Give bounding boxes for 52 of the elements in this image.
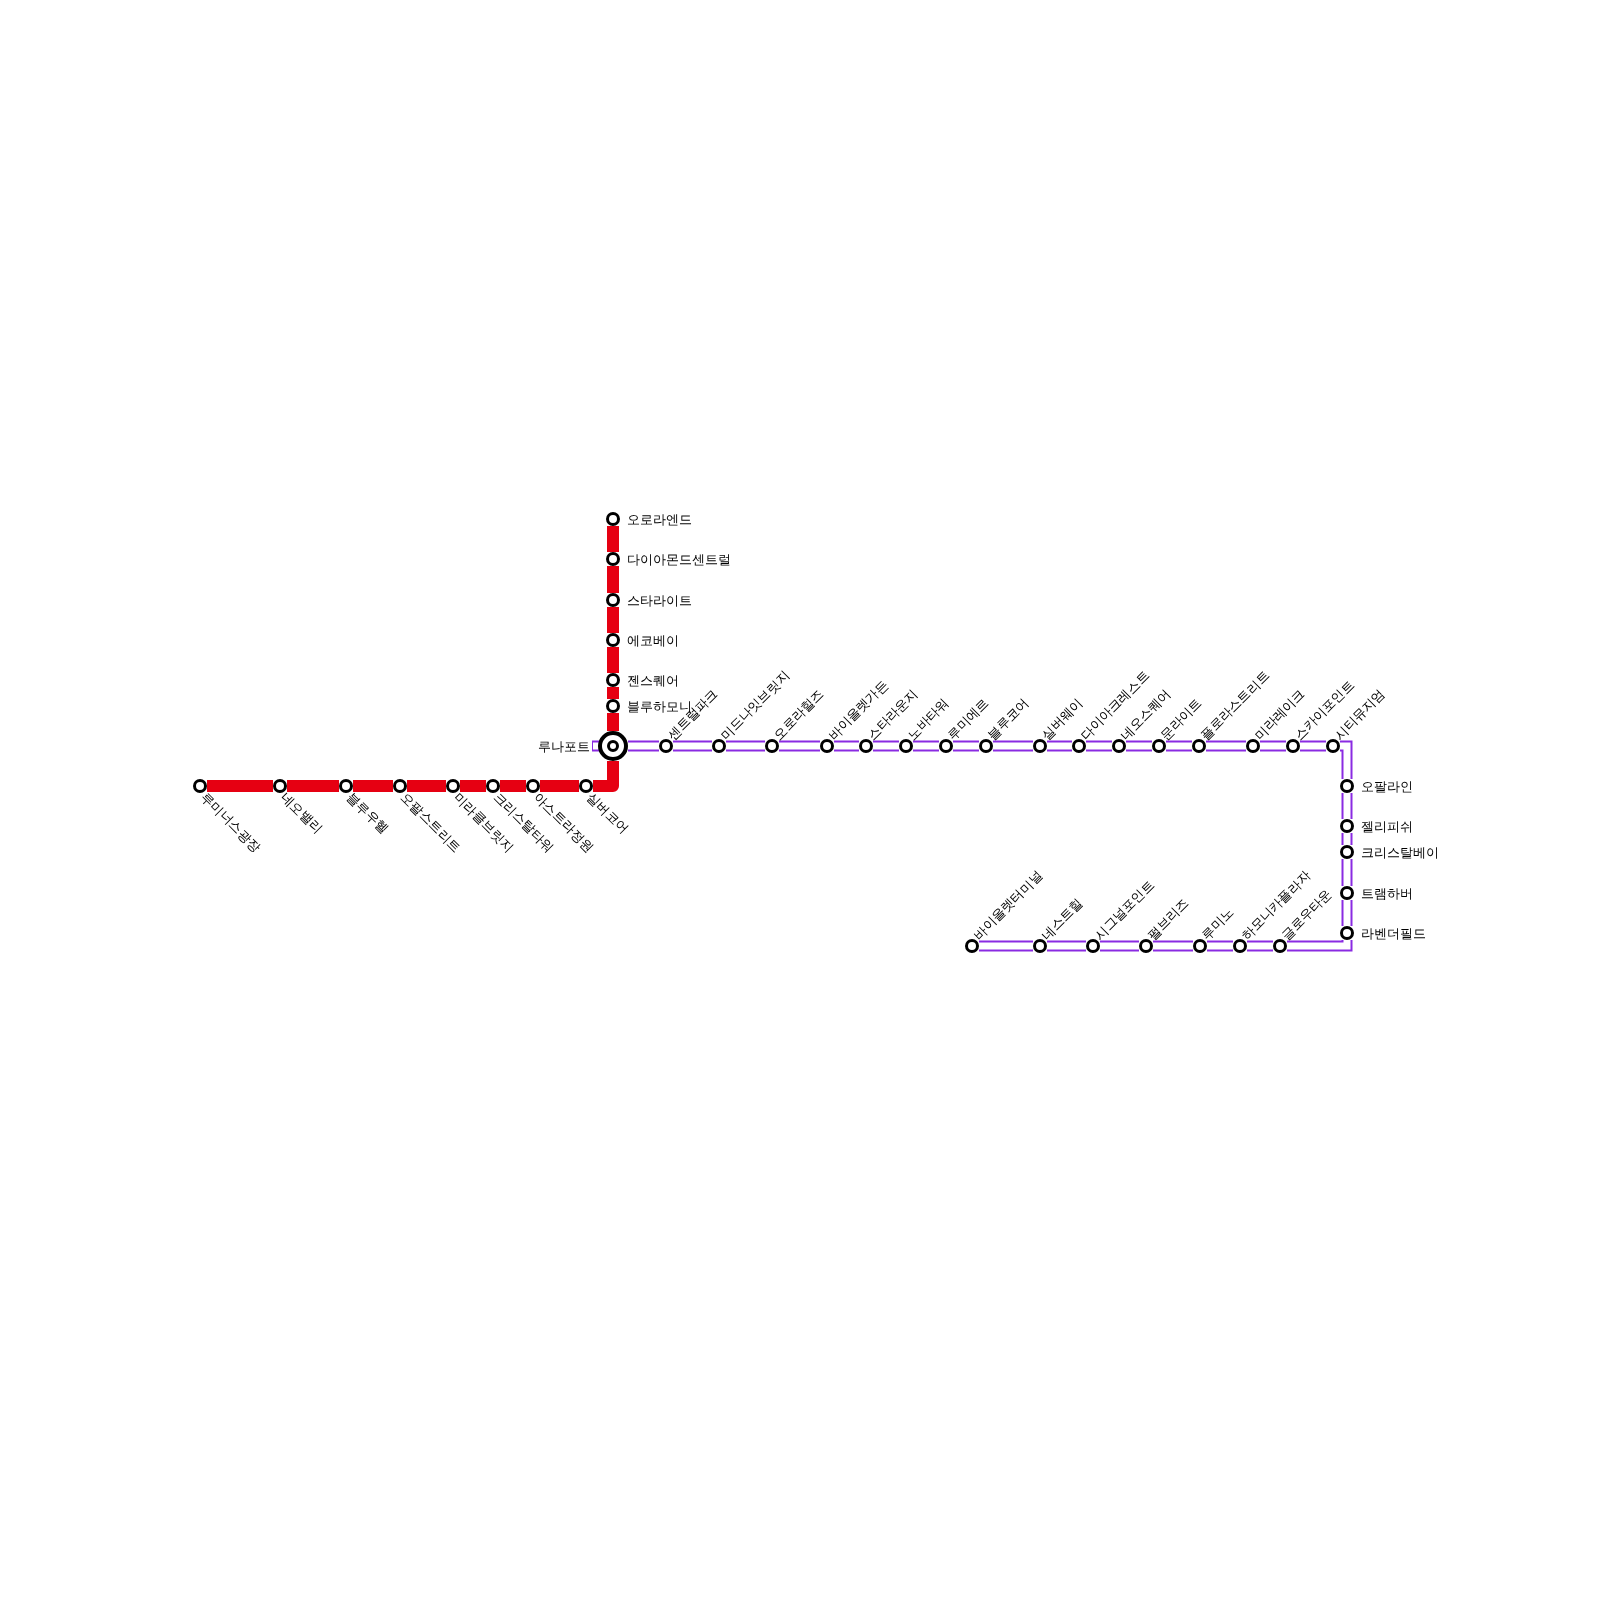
rail-line: [287, 780, 339, 792]
rail-line: [460, 780, 486, 792]
rail-line: [607, 526, 619, 552]
rail-line: [779, 740, 820, 752]
rail-line: [353, 780, 393, 792]
rail-line: [607, 687, 619, 699]
rail-line: [1260, 740, 1286, 752]
rail-line: [1100, 940, 1139, 952]
rail-line: [673, 740, 712, 752]
rail-line: [1153, 940, 1193, 952]
rail-line: [1300, 740, 1326, 752]
station-label: 라벤더필드: [1361, 926, 1426, 940]
rail-line: [1047, 740, 1072, 752]
rail-line: [607, 607, 619, 633]
rail-line: [913, 740, 939, 752]
station-label: 크리스탈베이: [1361, 845, 1439, 859]
rail-line: [1126, 740, 1152, 752]
station-label: 다이아몬드센트럴: [627, 552, 731, 566]
rail-line: [1206, 740, 1246, 752]
rail-line: [1287, 940, 1353, 952]
station-label: 오팔라인: [1361, 779, 1413, 793]
rail-line: [1247, 940, 1273, 952]
rail-line: [607, 566, 619, 593]
rail-line: [1341, 859, 1353, 886]
rail-line: [1086, 740, 1112, 752]
rail-line: [726, 740, 765, 752]
rail-line: [607, 713, 619, 731]
rail-line: [953, 740, 979, 752]
station-label: 젠스퀘어: [627, 673, 679, 687]
rail-line: [207, 780, 273, 792]
rail-line: [1341, 793, 1353, 819]
rail-line: [1166, 740, 1192, 752]
rail-line: [1340, 740, 1353, 779]
rail-line: [834, 740, 859, 752]
rail-line: [1341, 900, 1353, 926]
station-label: 스타라이트: [627, 593, 692, 607]
station-label: 젤리피쉬: [1361, 819, 1413, 833]
station-label: 오로라엔드: [627, 512, 692, 526]
rail-line: [593, 761, 619, 792]
rail-line: [607, 647, 619, 673]
rail-line: [628, 740, 659, 752]
rail-line: [540, 780, 579, 792]
rail-line: [979, 940, 1033, 952]
station-label: 에코베이: [627, 633, 679, 647]
station-label: 루나포트: [538, 739, 590, 753]
rail-line: [1047, 940, 1086, 952]
rail-line: [500, 780, 526, 792]
rail-line: [993, 740, 1033, 752]
rail-line: [873, 740, 899, 752]
rail-line: [407, 780, 446, 792]
station-label: 트램하버: [1361, 886, 1413, 900]
rail-line: [1207, 940, 1233, 952]
